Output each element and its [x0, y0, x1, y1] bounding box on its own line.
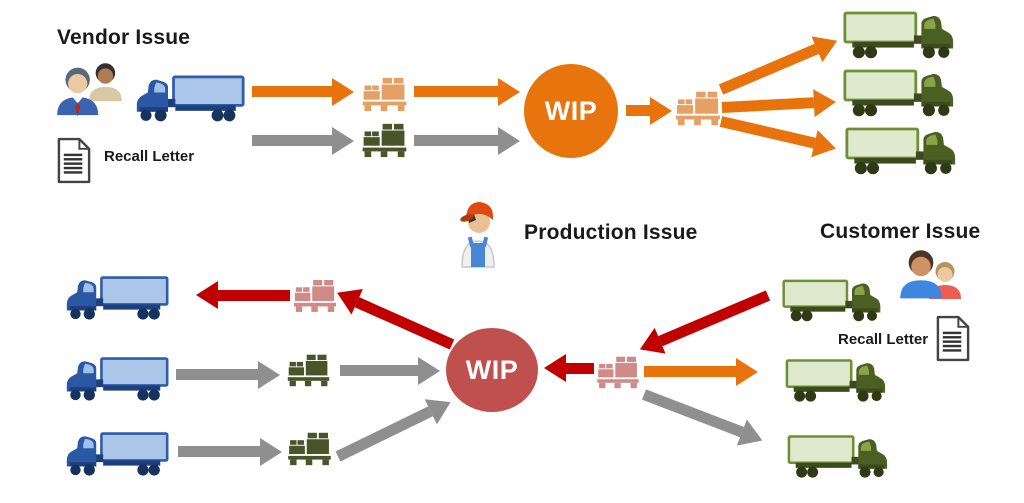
blue-truck-bottom-1-icon — [66, 277, 168, 320]
pallet-olive-bottom-2-icon — [288, 432, 331, 466]
vendor-recall-letter-icon — [57, 137, 91, 184]
production-issue-heading: Production Issue — [524, 221, 698, 244]
vendor-recall-letter-label: Recall Letter — [104, 148, 195, 165]
arrow-outbound-to-truck1 — [718, 43, 819, 95]
arrow-pallet-to-wip-gray — [414, 135, 498, 146]
customer-recall-letter-icon — [936, 315, 970, 362]
arrow-outbound-to-truck3 — [719, 116, 816, 149]
arrow-pink-pallet-to-wip-red — [566, 363, 594, 374]
arrow-blue-truck3-to-pallet — [178, 446, 260, 457]
pallet-olive-bottom-1-icon — [287, 354, 330, 387]
green-truck-bottom-3-icon — [788, 436, 888, 478]
pallet-tan-inbound-icon — [362, 77, 407, 112]
green-truck-bottom-1-icon — [783, 280, 881, 322]
arrow-pallet-to-blue-truck-red — [218, 290, 290, 301]
wip-top-circle: WIP — [524, 64, 618, 158]
worker-icon — [460, 202, 495, 268]
arrow-pallet-to-wip-bottom-gray — [340, 365, 418, 376]
wip-top-label: WIP — [544, 95, 598, 126]
customer-people-icon — [900, 250, 961, 299]
pallet-pink-right-icon — [597, 356, 639, 389]
green-truck-top-2-icon — [844, 71, 954, 117]
arrow-blue-truck2-to-pallet — [176, 369, 258, 380]
green-truck-top-3-icon — [846, 129, 956, 175]
vendor-people-icon — [57, 63, 122, 117]
arrow-wip-to-pink-pallet-red — [354, 297, 455, 350]
arrow-vendor-truck-to-pallet-orange — [252, 86, 332, 97]
arrow-outbound-to-truck2 — [721, 97, 815, 113]
pallet-tan-outbound-icon — [676, 91, 720, 126]
pallet-olive-inbound-icon — [362, 123, 407, 158]
blue-truck-bottom-2-icon — [66, 358, 168, 401]
arrow-pallet-to-green-truck-orange — [644, 366, 736, 377]
arrow-green-truck-to-pink-pallet-red — [658, 290, 771, 347]
wip-bottom-label: WIP — [465, 354, 519, 385]
wip-bottom-circle: WIP — [446, 328, 538, 412]
customer-recall-letter-label: Recall Letter — [838, 331, 929, 348]
arrow-vendor-truck-to-pallet-gray — [252, 135, 332, 146]
arrow-wip-to-outbound-pallet — [626, 105, 650, 116]
vendor-issue-heading: Vendor Issue — [57, 26, 191, 49]
pallet-pink-left-icon — [294, 279, 336, 312]
arrow-pallet-diagonal-to-wip-gray — [335, 406, 433, 462]
green-truck-bottom-2-icon — [786, 360, 886, 402]
green-truck-top-1-icon — [844, 13, 954, 59]
blue-truck-bottom-3-icon — [66, 433, 168, 476]
customer-issue-heading: Customer Issue — [820, 220, 981, 243]
vendor-blue-truck-icon — [136, 76, 244, 122]
arrow-pallet-to-wip-orange — [414, 86, 498, 97]
arrow-pallet-to-green-truck-gray — [642, 389, 744, 438]
